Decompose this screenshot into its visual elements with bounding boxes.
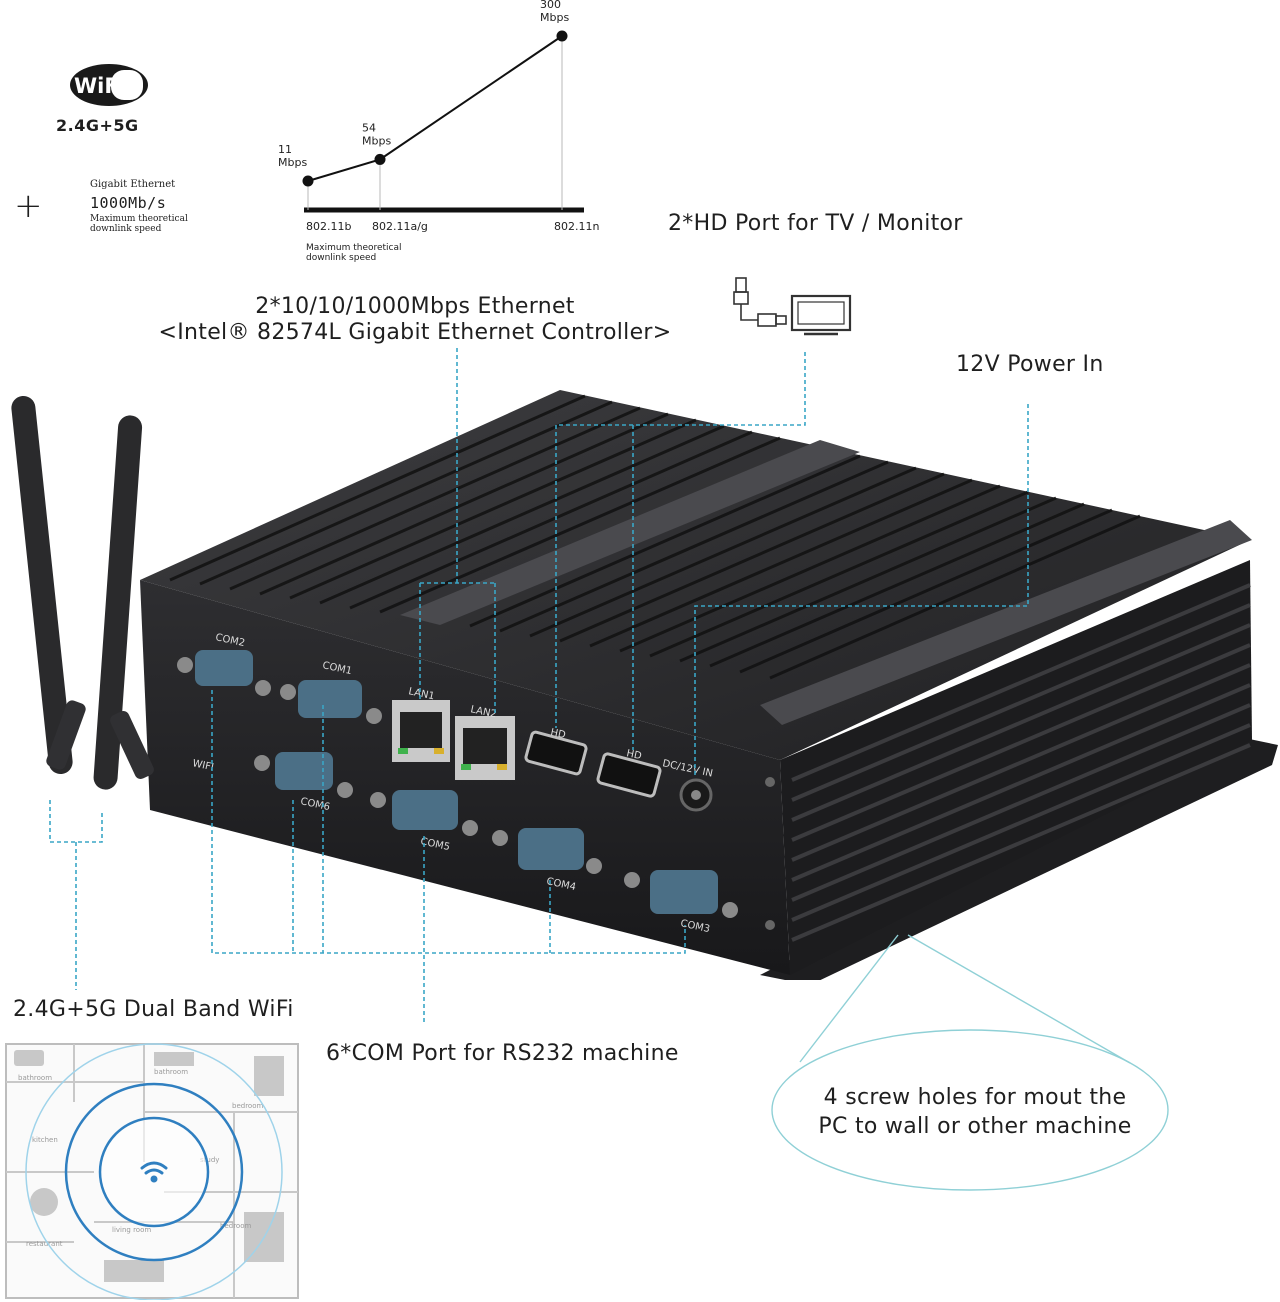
hd-callout (555, 352, 806, 750)
chart-point (374, 153, 386, 165)
top-heatsink (140, 390, 1250, 760)
coverage-ring-inner (98, 1116, 210, 1228)
hd-to-tv-icon (733, 277, 852, 336)
room-label: study (200, 1156, 219, 1164)
lan1-port (392, 700, 450, 762)
chart-point (556, 30, 568, 42)
chart-point-label: 11 (278, 143, 292, 156)
screw-hole-label-line2: PC to wall or other machine (818, 1114, 1132, 1139)
center-rail (400, 440, 860, 625)
chart-point (302, 175, 314, 187)
screw-callout (771, 934, 1169, 1191)
gigabit-title: Gigabit Ethernet (90, 179, 176, 190)
side-fins (791, 583, 1251, 942)
floorplan-room-labels: bathroom bathroom bedroom kitchen study … (18, 1068, 263, 1248)
com1-port (280, 680, 382, 724)
com-callout (211, 690, 686, 1025)
ethernet-label-line2: <Intel® 82574L Gigabit Ethernet Controll… (158, 320, 672, 345)
power-label: 12V Power In (956, 352, 1104, 377)
hd1-port (524, 730, 588, 776)
chart-point-label: 300 (540, 0, 561, 11)
plus-sign: + (14, 186, 43, 226)
screw-hole-label: 4 screw holes for mout the PC to wall or… (795, 1083, 1155, 1141)
dc-jack (679, 778, 713, 812)
mini-pc-illustration: COM2 COM1 LAN1 LAN2 HD HD DC/12V IN COM6… (11, 390, 1278, 980)
room-label: living room (112, 1226, 151, 1234)
label-hd1: HD (549, 727, 566, 741)
hd2-port (596, 752, 662, 798)
com6-port (254, 752, 353, 798)
right-rail (760, 520, 1252, 725)
com2-port (177, 650, 271, 696)
chart-tick-label: 802.11a/g (372, 220, 428, 233)
label-hd2: HD (625, 748, 642, 762)
hd-port-label: 2*HD Port for TV / Monitor (668, 211, 963, 236)
chart-point-label: 54 (362, 121, 376, 134)
wifi-callout (49, 800, 103, 990)
wifi-badge: WiFi (68, 62, 150, 108)
wifi-signal-icon (140, 1161, 168, 1183)
antenna-left (11, 395, 86, 775)
wifi-logo-icon: WiFi (70, 64, 148, 106)
right-side-panel (780, 560, 1252, 975)
chart-point-label: Mbps (362, 134, 391, 147)
room-label: bathroom (154, 1068, 188, 1076)
chart-point-label: Mbps (278, 156, 307, 169)
chart-caption-2: downlink speed (306, 253, 376, 263)
room-label: bathroom (18, 1074, 52, 1082)
ethernet-callout (419, 348, 496, 716)
gigabit-caption-2: downlink speed (90, 224, 162, 234)
com-port-label: 6*COM Port for RS232 machine (326, 1041, 679, 1066)
ethernet-label-line1: 2*10/10/1000Mbps Ethernet (255, 294, 575, 319)
chart-caption-1: Maximum theoretical (306, 243, 402, 253)
ethernet-label: 2*10/10/1000Mbps Ethernet <Intel® 82574L… (140, 294, 690, 346)
wifi-bands: 2.4G+5G (56, 116, 139, 135)
chart-point-label: Mbps (540, 11, 569, 24)
wifi-dual-band-label: 2.4G+5G Dual Band WiFi (13, 997, 294, 1022)
screw-front-top (765, 777, 775, 787)
top-fins (169, 394, 1141, 680)
label-lan1: LAN1 (407, 686, 435, 702)
room-label: bedroom (232, 1102, 263, 1110)
room-label: restaurant (26, 1240, 63, 1248)
wifi-coverage-floorplan: bathroom bathroom bedroom kitchen study … (5, 1043, 299, 1300)
coverage-ring-outer (25, 1043, 283, 1300)
com4-port (492, 828, 602, 874)
room-label: bedroom (220, 1222, 251, 1230)
label-wifi: WIFI (191, 758, 214, 773)
label-lan2: LAN2 (469, 704, 497, 720)
coverage-ring-mid (64, 1082, 244, 1262)
gigabit-block: Gigabit Ethernet 1000Mb/s Maximum theore… (90, 179, 188, 235)
power-callout (694, 404, 1029, 778)
chart-tick-label: 802.11b (306, 220, 351, 233)
wifi-logo-text: WiFi (74, 74, 126, 98)
chart-tick-label: 802.11n (554, 220, 599, 233)
screw-hole-label-line1: 4 screw holes for mout the (823, 1085, 1127, 1110)
gigabit-speed: 1000Mb/s (90, 194, 167, 212)
com5-port (370, 790, 478, 836)
lan2-port (455, 716, 515, 780)
antenna-right (93, 415, 154, 790)
screw-front-bottom (765, 920, 775, 930)
gigabit-caption-1: Maximum theoretical (90, 214, 188, 224)
com3-port (624, 870, 738, 918)
room-label: kitchen (32, 1136, 58, 1144)
